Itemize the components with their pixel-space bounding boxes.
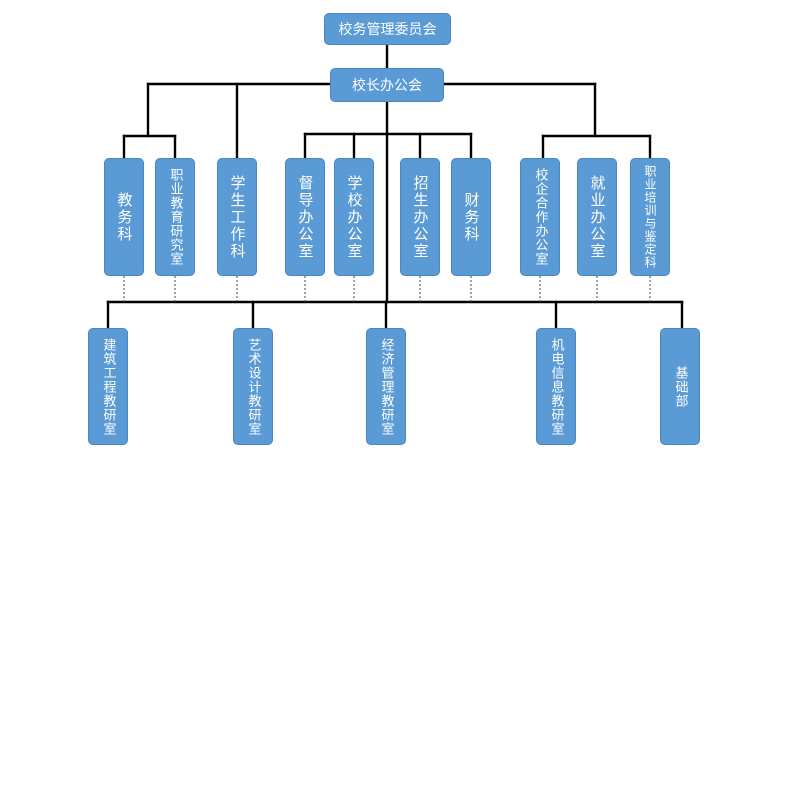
dept-node-academic-affairs: 教务科: [104, 158, 144, 276]
principal-office-label: 校长办公会: [352, 78, 422, 94]
dept-node-admissions-office: 招生办公室: [400, 158, 440, 276]
dept-label: 督导办公室: [296, 174, 315, 260]
principal-office-node: 校长办公会: [330, 68, 444, 102]
dept-node-student-affairs: 学生工作科: [217, 158, 257, 276]
dept-label: 招生办公室: [411, 174, 430, 260]
unit-label: 艺术设计教研室: [245, 337, 261, 436]
dept-node-school-office: 学校办公室: [334, 158, 374, 276]
committee-node: 校务管理委员会: [324, 13, 451, 45]
unit-node-economics: 经济管理教研室: [366, 328, 406, 445]
dept-node-employment-office: 就业办公室: [577, 158, 617, 276]
dept-label: 学生工作科: [228, 174, 247, 260]
dept-label: 教务科: [115, 191, 134, 243]
dept-label: 学校办公室: [345, 174, 364, 260]
dept-label: 财务科: [462, 191, 481, 243]
unit-label: 基础部: [672, 365, 688, 408]
unit-label: 建筑工程教研室: [100, 337, 116, 436]
dept-label: 职业培训与鉴定科: [643, 165, 657, 269]
dept-node-training-certification: 职业培训与鉴定科: [630, 158, 670, 276]
dept-label: 校企合作办公室: [532, 168, 548, 266]
unit-label: 机电信息教研室: [548, 337, 564, 436]
dept-node-industry-cooperation: 校企合作办公室: [520, 158, 560, 276]
dept-node-finance: 财务科: [451, 158, 491, 276]
unit-node-art-design: 艺术设计教研室: [233, 328, 273, 445]
dept-label: 职业教育研究室: [167, 168, 183, 266]
dept-node-supervision-office: 督导办公室: [285, 158, 325, 276]
dept-node-vocational-research: 职业教育研究室: [155, 158, 195, 276]
unit-node-mechatronics: 机电信息教研室: [536, 328, 576, 445]
unit-node-construction: 建筑工程教研室: [88, 328, 128, 445]
unit-node-foundation: 基础部: [660, 328, 700, 445]
dept-label: 就业办公室: [588, 174, 607, 260]
unit-label: 经济管理教研室: [378, 337, 394, 436]
committee-label: 校务管理委员会: [338, 22, 437, 38]
